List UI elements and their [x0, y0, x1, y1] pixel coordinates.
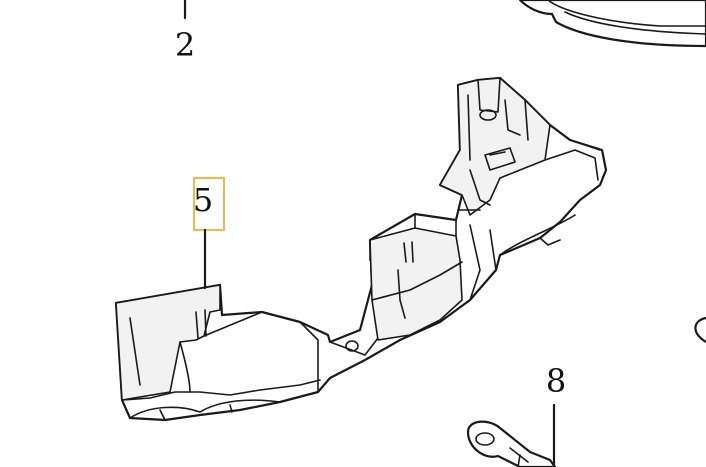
callout-label-8: 8	[546, 362, 566, 400]
part-8-eye-bolt	[466, 420, 557, 467]
part-round-cover	[518, 0, 706, 48]
part-5-bracket	[114, 76, 608, 422]
part-edge-fragment	[694, 316, 706, 344]
callout-label-5: 5	[193, 181, 213, 219]
callout-highlight-box-5	[193, 177, 225, 231]
callout-label-2: 2	[175, 26, 195, 64]
